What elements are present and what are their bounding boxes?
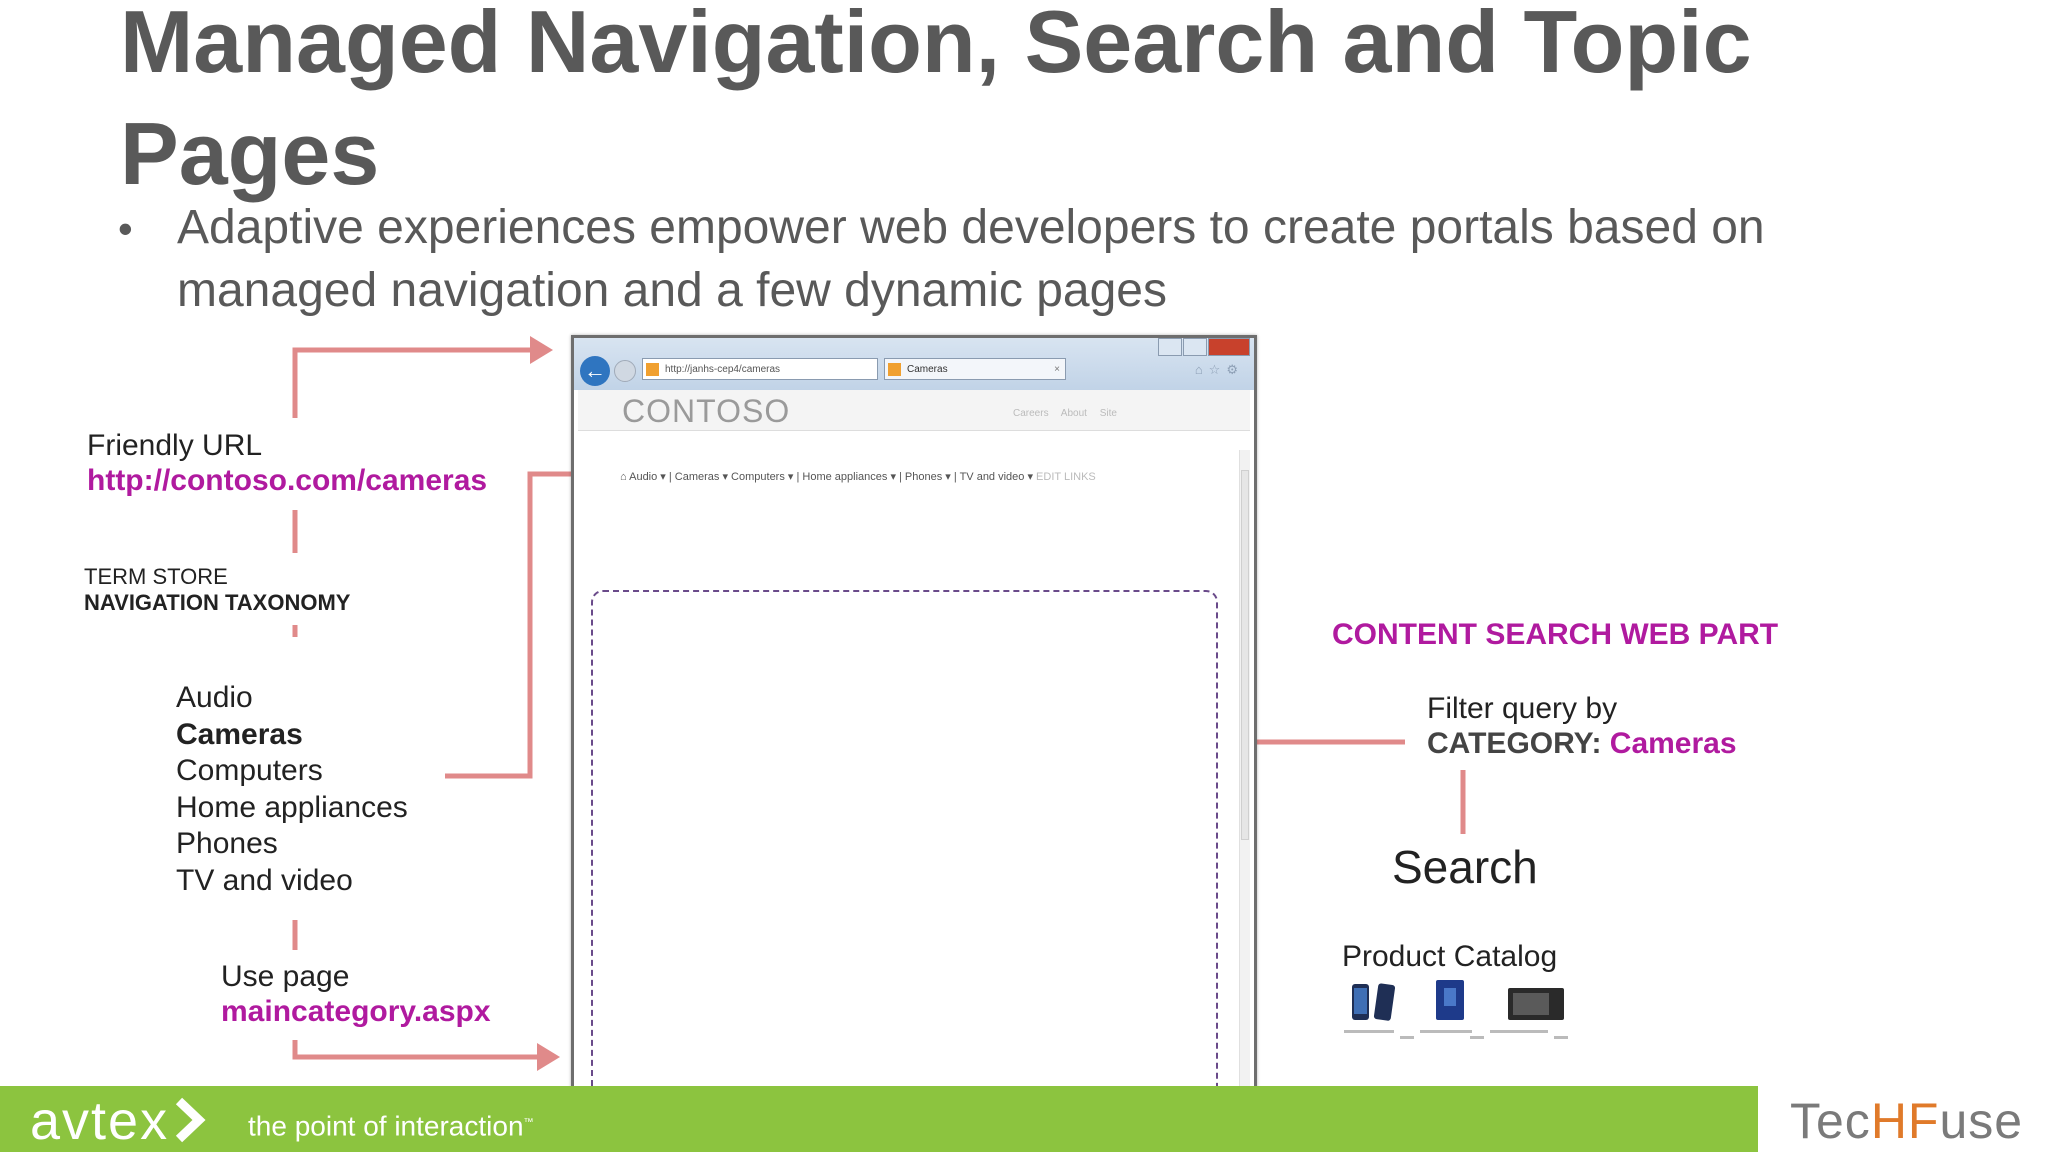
use-page-label: Use page [221, 960, 350, 993]
footer-bar [0, 1086, 1758, 1152]
slide-title: Managed Navigation, Search and Topic Pag… [120, 0, 1752, 203]
techfuse-logo: TecHFuse [1790, 1093, 2023, 1149]
forward-arrow-icon[interactable] [614, 360, 636, 382]
vertical-scrollbar[interactable] [1239, 450, 1250, 1106]
bullet-marker: • [118, 205, 133, 252]
content-search-web-part-title: CONTENT SEARCH WEB PART [1332, 618, 1779, 651]
techfuse-logo-part1: Tec [1790, 1093, 1871, 1149]
window-controls [1157, 338, 1250, 356]
product-catalog-label: Product Catalog [1342, 940, 1558, 973]
browser-chrome: ← http://janhs-cep4/cameras Cameras × ⌂☆… [574, 338, 1254, 390]
maximize-button[interactable] [1183, 338, 1207, 356]
product-phones-thumbnail [1352, 983, 1396, 1021]
slide-bullet: Adaptive experiences empower web develop… [177, 201, 1765, 317]
tagline-text: the point of interaction [248, 1110, 524, 1142]
browser-window: ← http://janhs-cep4/cameras Cameras × ⌂☆… [571, 335, 1257, 1119]
favicon-icon [888, 363, 901, 376]
friendly-url-label: Friendly URL [87, 429, 263, 462]
product-camera-thumbnail [1436, 980, 1464, 1020]
use-page-value: maincategory.aspx [221, 995, 491, 1028]
favicon-icon [646, 363, 659, 376]
taxonomy-term: Computers [176, 754, 323, 787]
taxonomy-term-list: Audio Cameras Computers Home appliances … [176, 680, 408, 899]
taxonomy-term: Phones [176, 827, 278, 860]
taxonomy-term: Home appliances [176, 790, 408, 824]
site-header: CONTOSO Careers About Site [578, 390, 1250, 431]
product-thumbnails [1344, 980, 1568, 1039]
arrow-taxonomy-to-nav [445, 471, 603, 779]
taxonomy-term: Audio [176, 681, 253, 714]
top-navigation: ⌂ Audio ▾ | Cameras ▾ Computers ▾ | Home… [620, 470, 1096, 483]
tab-label: Cameras [907, 364, 948, 375]
avtex-logo: avtex [30, 1090, 207, 1152]
filter-query-category: CATEGORY: Cameras [1427, 725, 1737, 762]
term-store-label: TERM STORE [84, 564, 228, 589]
navigation-taxonomy-label: NAVIGATION TAXONOMY [84, 590, 351, 615]
taxonomy-term: TV and video [176, 863, 353, 897]
back-arrow-icon[interactable]: ← [580, 356, 610, 386]
techfuse-logo-part2: HF [1870, 1093, 1940, 1149]
arrow-use-page [292, 1040, 548, 1060]
toolbar-icons: ⌂☆⚙ [1194, 362, 1244, 377]
address-bar[interactable]: http://janhs-cep4/cameras [642, 358, 878, 380]
techfuse-logo-part3: use [1939, 1093, 2024, 1149]
friendly-url-link[interactable]: http://contoso.com/cameras [87, 464, 488, 497]
scrollbar-thumb[interactable] [1241, 470, 1249, 840]
taxonomy-term-selected: Cameras [176, 717, 303, 751]
search-label: Search [1392, 841, 1538, 893]
tab-close-icon[interactable]: × [1054, 364, 1060, 375]
home-icon[interactable]: ⌂ [620, 471, 627, 483]
product-microwave-thumbnail [1508, 988, 1564, 1020]
browser-tab-cameras[interactable]: Cameras × [884, 358, 1066, 380]
content-search-web-part-zone [591, 590, 1218, 1098]
site-logo[interactable]: CONTOSO [622, 393, 791, 429]
footer-tagline: the point of interaction™ [248, 1110, 534, 1142]
header-links[interactable]: Careers About Site [1013, 408, 1117, 419]
filter-query-label: Filter query by [1427, 692, 1618, 725]
avtex-logo-text: avtex [30, 1091, 170, 1151]
minimize-button[interactable] [1158, 338, 1182, 356]
address-text: http://janhs-cep4/cameras [665, 364, 781, 375]
edit-links[interactable]: EDIT LINKS [1036, 471, 1096, 483]
chevron-right-icon [175, 1097, 206, 1143]
top-navigation-items[interactable]: Audio ▾ | Cameras ▾ Computers ▾ | Home a… [629, 471, 1033, 483]
arrow-friendly-url [292, 347, 545, 418]
close-button[interactable] [1208, 338, 1250, 356]
filter-value: Cameras [1609, 727, 1737, 760]
filter-key: CATEGORY: [1427, 727, 1602, 760]
